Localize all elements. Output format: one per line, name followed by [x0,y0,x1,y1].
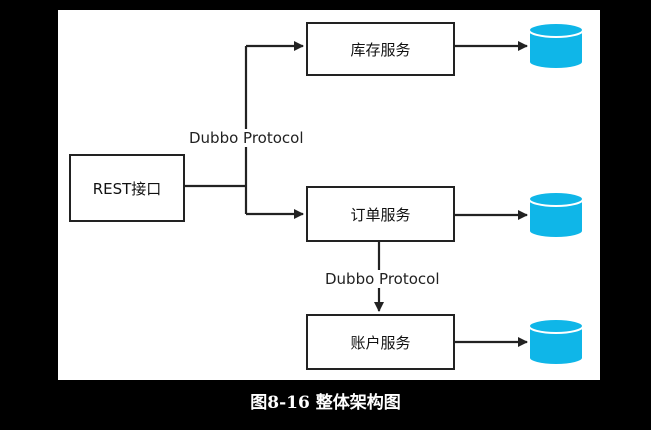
diagram-canvas: REST接口 库存服务 订单服务 账户服务 Dubbo Protocol Dub… [58,10,600,380]
figure-caption: 图8-16 整体架构图 [250,393,401,413]
order-service-node: 订单服务 [306,186,455,242]
account-service-node: 账户服务 [306,314,455,370]
order-dubbo-protocol-label: Dubbo Protocol [323,270,442,288]
inventory-service-label: 库存服务 [350,40,411,59]
account-database-icon [528,318,584,366]
diagram-connectors [184,22,584,366]
account-service-label: 账户服务 [350,333,411,352]
order-service-label: 订单服务 [350,205,411,224]
rest-dubbo-protocol-label: Dubbo Protocol [187,129,306,147]
order-database-icon [528,191,584,239]
inventory-service-node: 库存服务 [306,22,455,76]
inventory-database-icon [528,22,584,70]
rest-api-label: REST接口 [92,179,162,198]
rest-api-node: REST接口 [69,154,185,222]
